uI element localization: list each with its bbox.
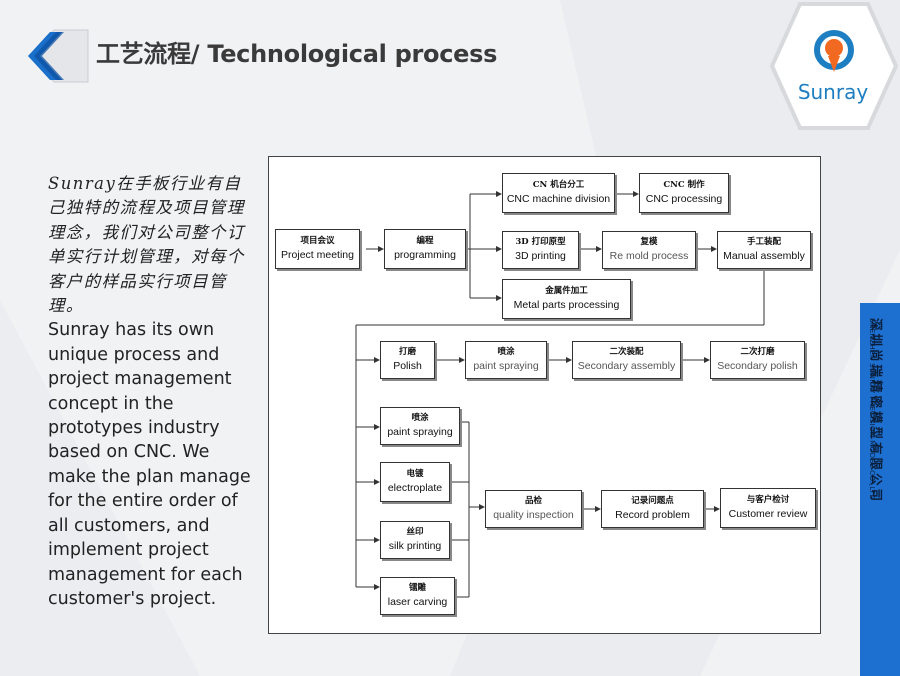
step-cnc-processing: CNC 制作 CNC processing xyxy=(639,173,729,213)
brand-name: Sunray xyxy=(797,80,869,104)
step-cnc-machine-division: CN 机台分工 CNC machine division xyxy=(502,173,615,213)
sunray-logo-icon xyxy=(769,2,899,130)
step-quality-inspection: 品检 quality inspection xyxy=(485,490,582,528)
company-name-en: SHENZHEN SUNRAY PRECISION MODEL CO.,LTD xyxy=(868,318,877,501)
company-banner xyxy=(860,303,900,676)
step-manual-assembly: 手工装配 Manual assembly xyxy=(717,231,811,269)
step-paint-spraying-1: 喷涂 paint spraying xyxy=(465,341,547,379)
chevron-left-icon[interactable] xyxy=(24,28,92,84)
step-record-problem: 记录问题点 Record problem xyxy=(601,490,704,528)
step-secondary-polish: 二次打磨 Secondary polish xyxy=(710,341,805,379)
step-silk-printing: 丝印 silk printing xyxy=(380,521,450,559)
step-polish: 打磨 Polish xyxy=(380,341,435,379)
step-paint-spraying-2: 喷涂 paint spraying xyxy=(380,407,460,445)
page-title: 工艺流程/ Technological process xyxy=(96,40,498,68)
description: Sunray在手板行业有自己独特的流程及项目管理理念，我们对公司整个订单实行计划… xyxy=(48,172,258,611)
flow-connectors xyxy=(355,191,765,598)
process-flowchart: 项目会议 Project meeting 编程 programming CN 机… xyxy=(268,156,821,634)
step-3d-printing: 3D 打印原型 3D printing xyxy=(502,231,579,269)
step-electroplate: 电镀 electroplate xyxy=(380,462,450,502)
step-re-mold: 复模 Re mold process xyxy=(602,231,696,269)
step-secondary-assembly: 二次装配 Secondary assembly xyxy=(572,341,681,379)
step-metal-parts: 金属件加工 Metal parts processing xyxy=(502,279,631,319)
step-laser-carving: 镭雕 laser carving xyxy=(380,577,455,615)
step-programming: 编程 programming xyxy=(384,229,466,269)
step-customer-review: 与客户检讨 Customer review xyxy=(720,488,816,528)
description-cn: Sunray在手板行业有自己独特的流程及项目管理理念，我们对公司整个订单实行计划… xyxy=(48,174,245,316)
step-project-meeting: 项目会议 Project meeting xyxy=(275,229,360,269)
description-en: Sunray has its own unique process and pr… xyxy=(48,320,251,609)
